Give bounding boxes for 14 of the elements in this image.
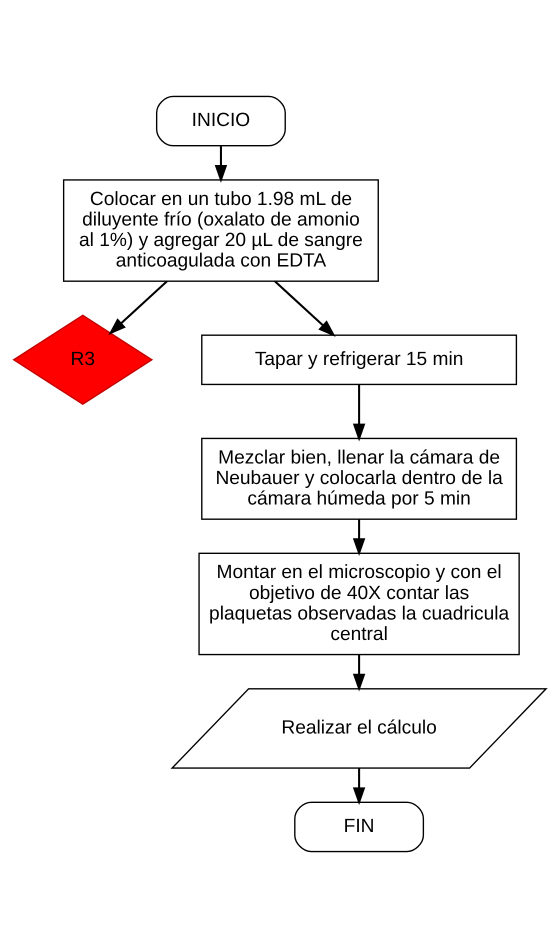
arrow	[274, 280, 336, 337]
arrow	[108, 280, 168, 335]
arrow	[214, 146, 228, 183]
node-box: Colocar en un tubo 1.98 mL de diluyente frío (oxalato de amonio al 1%) y agregar 20 µL de sangre anticoagulada con EDTA	[62, 179, 379, 282]
node-box: Montar en el microscopio y con el objetivo de 40X contar las plaquetas observadas la cuadricula central	[198, 552, 520, 656]
arrow	[352, 384, 366, 442]
node-box: Mezclar bien, llenar la cámara de Neubauer y colocarla dentro de la cámara húmeda por 5 min	[201, 438, 518, 520]
arrow	[352, 768, 366, 806]
arrow	[352, 520, 366, 556]
arrow	[352, 654, 366, 692]
node-box: Tapar y refrigerar 15 min	[201, 334, 518, 386]
node-diamond: R3	[12, 314, 154, 406]
node-box: FIN	[294, 802, 424, 852]
node-box: INICIO	[156, 96, 286, 146]
